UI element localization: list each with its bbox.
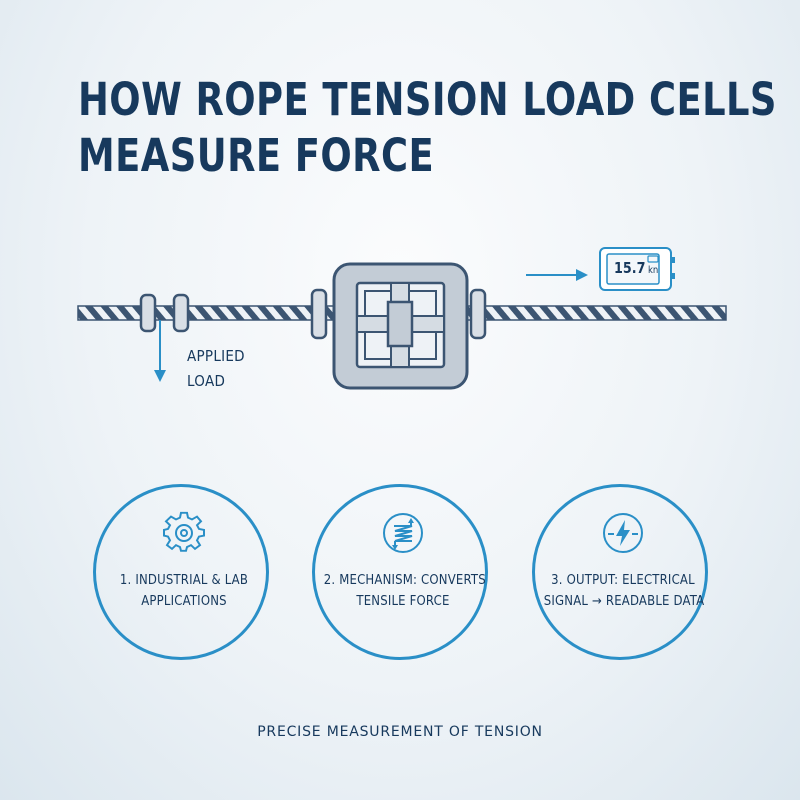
step-3-line-1: 3. OUTPUT: ELECTRICAL — [551, 573, 695, 588]
load-cell-grip-right — [469, 288, 487, 340]
step-3-label: 3. OUTPUT: ELECTRICAL SIGNAL → READABLE … — [535, 570, 711, 612]
rope-clamp-left-1 — [139, 293, 157, 333]
applied-load-label: APPLIED LOAD — [187, 344, 245, 394]
footer-tagline: PRECISE MEASUREMENT OF TENSION — [257, 724, 543, 740]
strain-gauge — [386, 300, 414, 348]
gear-icon — [163, 511, 205, 552]
load-cell-grip-left — [310, 288, 328, 340]
display-unit: kn — [648, 265, 659, 276]
step-2-line-2: TENSILE FORCE — [356, 594, 450, 609]
step-2-line-1: 2. MECHANISM: CONVERTS — [323, 573, 486, 588]
electric-signal-icon — [603, 513, 643, 553]
applied-load-line-1: APPLIED — [187, 347, 245, 365]
applied-load-arrow — [154, 320, 166, 382]
load-cell — [310, 262, 487, 390]
step-output: 3. OUTPUT: ELECTRICAL SIGNAL → READABLE … — [532, 484, 708, 660]
title-line-2: MEASURE FORCE — [78, 129, 435, 182]
rope-clamp-left-2 — [172, 293, 190, 333]
step-3-line-2: SIGNAL → READABLE DATA — [543, 594, 705, 609]
tension-spring-icon — [383, 513, 423, 553]
display-value: 15.7 — [614, 259, 646, 277]
step-mechanism: 2. MECHANISM: CONVERTS TENSILE FORCE — [312, 484, 488, 660]
applied-load-line-2: LOAD — [187, 372, 226, 390]
step-industrial-applications: 1. INDUSTRIAL & LAB APPLICATIONS — [93, 484, 269, 660]
step-2-label: 2. MECHANISM: CONVERTS TENSILE FORCE — [315, 570, 491, 612]
step-1-label: 1. INDUSTRIAL & LAB APPLICATIONS — [96, 570, 272, 612]
digital-display — [599, 247, 675, 291]
step-1-line-2: APPLICATIONS — [141, 594, 227, 609]
step-1-line-1: 1. INDUSTRIAL & LAB — [119, 573, 249, 588]
signal-arrow — [526, 269, 588, 281]
